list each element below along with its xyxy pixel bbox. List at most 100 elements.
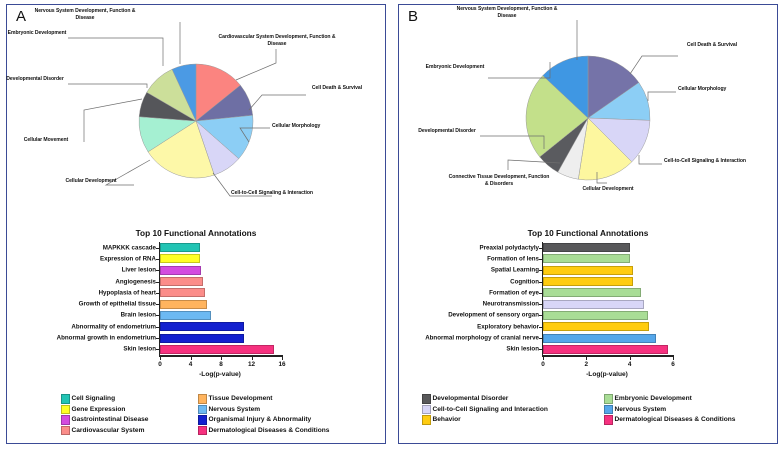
pie-a-label-cellular-movement: Cellular Movement <box>23 137 69 143</box>
x-axis-line <box>159 355 283 357</box>
bar <box>543 333 656 343</box>
bar-category-label: MAPKKK cascade <box>102 244 156 252</box>
y-axis-tick <box>156 338 159 340</box>
legend-swatch <box>422 404 431 415</box>
legend-swatch <box>604 415 613 425</box>
y-axis-tick <box>539 326 542 328</box>
panel-b-bar-area: Top 10 Functional Annotations Preaxial p… <box>392 218 784 449</box>
pie-b-label-developmental-disorder: Developmental Disorder <box>418 128 476 134</box>
y-axis-tick <box>156 304 159 306</box>
panel-b-pie-area: Nervous System Development, Function & D… <box>392 0 784 218</box>
legend-swatch <box>61 425 70 436</box>
bar <box>543 344 668 354</box>
bar <box>543 265 633 275</box>
pie-leader-line <box>647 91 676 101</box>
bar-category-label: Preaxial polydactyly <box>479 244 539 252</box>
bar-category-label: Liver lesion <box>121 266 156 274</box>
pie-leader-line <box>629 55 678 75</box>
bar <box>160 277 203 287</box>
bar-category-label: Angiogenesis <box>115 278 156 286</box>
bar <box>160 344 275 354</box>
legend-item: Tissue Development <box>198 394 273 404</box>
bar <box>543 322 649 332</box>
x-axis-tick-label: 0 <box>158 360 162 368</box>
pie-b-label-nervous-system: Nervous System Development, Function & D… <box>456 6 558 19</box>
bar-category-label: Abnormal morphology of cranial nerve <box>425 334 539 342</box>
legend-item: Gene Expression <box>61 404 126 415</box>
y-axis-tick <box>539 349 542 351</box>
legend-label: Gene Expression <box>71 405 126 413</box>
panel-b: B Nervous System Development, Function &… <box>392 0 784 449</box>
bar-category-label: Brain lesion <box>120 311 156 319</box>
x-axis-tick <box>251 356 253 360</box>
pie-leader-line <box>212 172 272 197</box>
legend-item: Cell-to-Cell Signaling and Interaction <box>422 404 548 415</box>
pie-a-label-cell-to-cell: Cell-to-Cell Signaling & Interaction <box>231 190 313 196</box>
pie-leader-line <box>507 159 561 170</box>
legend-item: Nervous System <box>198 404 261 415</box>
pie-leader-line <box>596 172 607 184</box>
panel-a-pie-chart <box>68 22 306 197</box>
pie-leader-line <box>68 83 148 88</box>
bar <box>160 265 202 275</box>
x-axis-tick-label: 2 <box>584 360 589 368</box>
bar-category-label: Development of sensory organ <box>448 311 539 319</box>
pie-b-label-cellular-morphology: Cellular Morphology <box>678 86 727 92</box>
legend-swatch <box>198 425 207 436</box>
legend-swatch <box>61 404 70 415</box>
pie-a-label-cell-death: Cell Death & Survival <box>311 85 363 91</box>
y-axis-tick <box>539 304 542 306</box>
panel-a-chart-title: Top 10 Functional Annotations <box>135 228 257 238</box>
legend-label: Embryonic Development <box>614 395 692 403</box>
bar <box>543 243 630 253</box>
pie-a-label-cardiovascular: Cardiovascular System Development, Funct… <box>218 34 336 47</box>
x-axis-tick-label: 16 <box>278 360 286 368</box>
y-axis-tick <box>156 349 159 351</box>
bar-category-label: Abnormality of endometrium <box>71 323 156 331</box>
pie-slice <box>171 63 197 122</box>
bar <box>160 333 244 343</box>
legend-label: Tissue Development <box>208 395 273 403</box>
legend-item: Dermatological Diseases & Conditions <box>604 415 735 425</box>
x-axis-tick <box>673 356 674 360</box>
legend-label: Gastrointestinal Disease <box>71 416 149 424</box>
bar-category-label: Spatial Learning <box>490 266 539 274</box>
y-axis-tick <box>539 292 542 294</box>
x-axis-tick-label: 8 <box>219 360 223 368</box>
legend-swatch <box>61 415 70 425</box>
pie-slice <box>147 120 215 179</box>
legend-item: Developmental Disorder <box>422 394 508 404</box>
legend-item: Nervous System <box>604 404 666 415</box>
x-axis-tick <box>282 356 283 360</box>
x-axis-tick-label: 4 <box>188 360 193 368</box>
bar-category-label: Hypoplasia of heart <box>98 289 156 297</box>
y-axis-tick <box>156 281 159 283</box>
x-axis-tick <box>160 356 161 360</box>
x-axis-title: -Log(p-value) <box>199 371 241 378</box>
x-axis-tick-label: 4 <box>627 360 632 368</box>
legend-label: Dermatological Diseases & Conditions <box>614 416 736 424</box>
pie-b-label-connective-tissue: Connective Tissue Development, Function … <box>448 174 550 187</box>
x-axis-tick <box>543 356 544 360</box>
pie-a-label-cellular-development: Cellular Development <box>65 178 117 184</box>
pie-b-label-cell-to-cell: Cell-to-Cell Signaling & Interaction <box>664 158 746 164</box>
bar-category-label: Formation of lens <box>487 255 539 263</box>
bar <box>160 299 208 309</box>
y-axis-tick <box>539 338 542 340</box>
pie-leader-line <box>239 127 270 143</box>
x-axis-tick-label: 6 <box>671 360 675 368</box>
legend-swatch <box>604 404 613 415</box>
pie-slice <box>525 75 589 158</box>
legend-label: Nervous System <box>208 405 261 413</box>
x-axis-tick <box>190 356 192 360</box>
pie-leader-line <box>638 155 662 165</box>
legend-label: Behavior <box>432 416 461 424</box>
x-axis-line <box>542 355 674 357</box>
legend-item: Embryonic Development <box>604 394 692 404</box>
x-axis-title: -Log(p-value) <box>586 371 628 378</box>
pie-slice <box>578 117 633 181</box>
y-axis-tick <box>539 281 542 283</box>
bar-category-label: Skin lesion <box>123 345 156 353</box>
